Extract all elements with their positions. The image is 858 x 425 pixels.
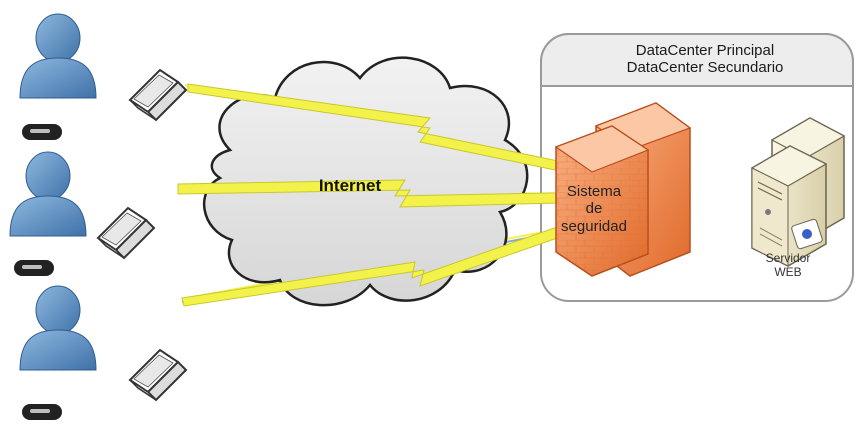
laptop-icon-1 xyxy=(129,69,187,121)
user-icon-3 xyxy=(19,285,97,371)
user-icon-1 xyxy=(19,13,97,99)
token-device-icon-3 xyxy=(22,404,62,420)
server-icon xyxy=(750,117,846,267)
token-device-icon-1 xyxy=(22,124,62,140)
firewall-icon xyxy=(554,102,692,277)
server-line-1: Servidor xyxy=(765,251,811,265)
datacenter-line-1: DataCenter Principal xyxy=(635,42,775,59)
lightning-bolts xyxy=(177,83,604,307)
laptop-icon-3 xyxy=(129,349,187,401)
security-line-3: seguridad xyxy=(561,217,627,235)
datacenter-title: DataCenter Principal DataCenter Secundar… xyxy=(556,42,854,77)
internet-label: Internet xyxy=(318,176,382,195)
laptop-icon-2 xyxy=(97,207,155,259)
server-line-2: WEB xyxy=(774,264,802,279)
security-system-label: Sistema de seguridad xyxy=(548,183,640,235)
token-device-icon-2 xyxy=(14,260,54,276)
user-icon-2 xyxy=(9,151,87,237)
security-line-1: Sistema xyxy=(566,183,622,200)
datacenter-line-2: DataCenter Secundario xyxy=(626,59,784,77)
web-server-label: Servidor WEB xyxy=(738,251,838,280)
security-line-2: de xyxy=(585,200,603,218)
